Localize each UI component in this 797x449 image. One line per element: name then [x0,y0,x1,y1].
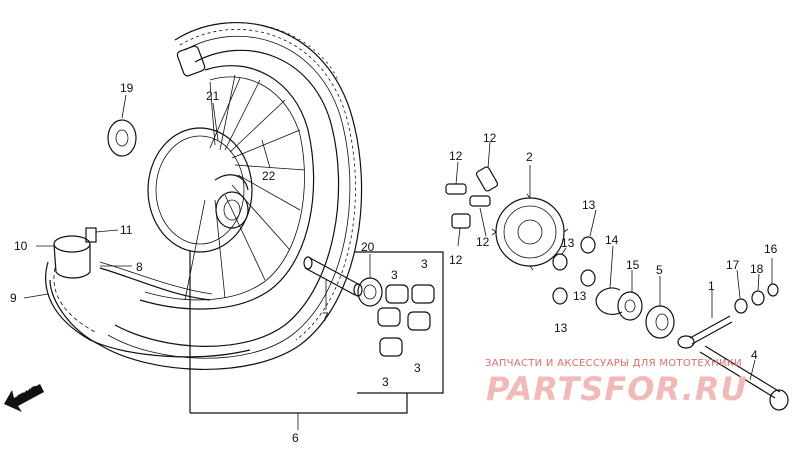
bearing-19 [107,119,137,157]
hub [147,127,253,253]
callout-2: 2 [526,150,533,164]
callout-12d: 12 [449,253,463,267]
nuts-13 [552,236,596,305]
callout-13a: 13 [582,198,596,212]
dampers-3 [377,284,435,357]
callout-21: 21 [206,89,220,103]
adjuster-1 [677,315,733,349]
bolts-12 [445,166,499,229]
tire [49,21,363,370]
spokes [184,74,306,301]
fwd-label: FWD [16,384,41,405]
callout-12b: 12 [449,149,463,163]
callout-3c: 3 [414,361,421,375]
callout-11: 11 [120,223,133,237]
callout-15: 15 [626,258,640,272]
callout-17: 17 [726,258,740,272]
callout-19: 19 [120,81,134,95]
callout-3d: 3 [382,375,389,389]
callout-13c: 13 [573,289,587,303]
spacer-7 [303,256,363,297]
callout-14: 14 [605,233,619,247]
callout-9: 9 [10,291,17,305]
callout-3b: 3 [421,257,428,271]
callout-18: 18 [750,262,764,276]
washer-17 [734,298,748,314]
callout-8: 8 [136,260,143,274]
callout-22: 22 [262,169,276,183]
watermark-caption: ЗАПЧАСТИ И АКСЕССУАРЫ ДЛЯ МОТОТЕХНИКИ [485,358,742,369]
tire-section [45,261,251,358]
leader-lines [23,94,773,430]
callout-12c: 12 [476,235,490,249]
callout-10: 10 [14,239,28,253]
axle-4 [699,345,789,411]
callout-20: 20 [361,240,375,254]
circlip-14 [595,287,623,315]
rim [139,65,315,310]
callout-5: 5 [656,263,663,277]
callouts: 19 21 22 11 10 8 9 7 20 3 3 3 3 6 12 12 … [10,81,778,445]
callout-1: 1 [708,279,715,293]
callout-13d: 13 [554,321,568,335]
callout-16: 16 [764,242,778,256]
callout-13b: 13 [561,236,575,250]
watermark-brand: PARTSFOR.RU [486,370,747,408]
bearing-15 [617,291,643,321]
callout-7: 7 [322,310,329,324]
nut-18 [751,290,765,306]
fwd-arrow [4,384,44,412]
callout-4: 4 [751,348,758,362]
callout-12a: 12 [483,131,497,145]
damper-box-6 [189,250,444,414]
cap-16 [767,283,779,297]
callout-6: 6 [292,431,299,445]
callout-3a: 3 [391,268,398,282]
tube-valve [53,45,206,279]
rim-strip [99,261,213,301]
collar-5 [645,305,675,339]
sprocket-2 [491,193,569,271]
